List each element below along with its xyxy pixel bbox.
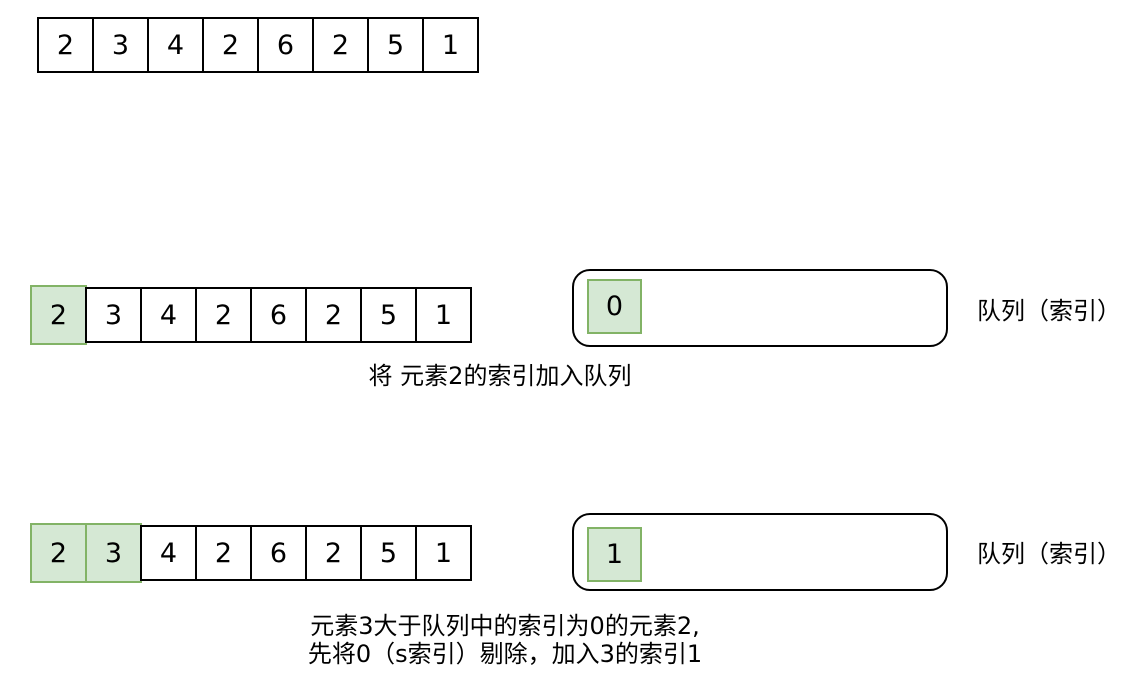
array-cell-highlighted: 2 (30, 285, 87, 345)
array-cell: 4 (140, 525, 197, 581)
array-step2: 2 3 4 2 6 2 5 1 (30, 523, 472, 583)
array-initial: 2 3 4 2 6 2 5 1 (37, 15, 479, 73)
queue-item: 1 (587, 527, 642, 582)
array-cell: 3 (85, 287, 142, 343)
array-cell: 3 (92, 17, 149, 73)
caption-line: 元素3大于队列中的索引为0的元素2, (310, 612, 700, 640)
array-cell: 6 (257, 17, 314, 73)
array-cell: 5 (360, 525, 417, 581)
queue-label: 队列（索引） (977, 297, 1121, 325)
array-cell: 5 (360, 287, 417, 343)
array-cell-highlighted: 2 (30, 523, 87, 583)
queue-item: 0 (587, 279, 642, 334)
array-cell: 2 (305, 287, 362, 343)
array-cell: 2 (312, 17, 369, 73)
caption-line: 先将0（s索引）剔除，加入3的索引1 (307, 640, 703, 668)
array-cell-highlighted: 3 (85, 523, 142, 583)
step-caption: 将 元素2的索引加入队列 (368, 362, 632, 390)
queue-label: 队列（索引） (977, 540, 1121, 568)
array-cell: 1 (415, 525, 472, 581)
array-cell: 2 (195, 287, 252, 343)
queue-box-step2: 1 (572, 513, 948, 591)
array-cell: 2 (202, 17, 259, 73)
array-step1: 2 3 4 2 6 2 5 1 (30, 285, 472, 345)
array-cell: 2 (195, 525, 252, 581)
array-cell: 2 (37, 17, 94, 73)
array-cell: 1 (415, 287, 472, 343)
array-cell: 4 (147, 17, 204, 73)
array-cell: 1 (422, 17, 479, 73)
array-cell: 6 (250, 525, 307, 581)
array-cell: 6 (250, 287, 307, 343)
array-cell: 5 (367, 17, 424, 73)
array-cell: 2 (305, 525, 362, 581)
array-cell: 4 (140, 287, 197, 343)
queue-box-step1: 0 (572, 269, 948, 347)
step-caption: 元素3大于队列中的索引为0的元素2, 先将0（s索引）剔除，加入3的索引1 (295, 612, 715, 668)
